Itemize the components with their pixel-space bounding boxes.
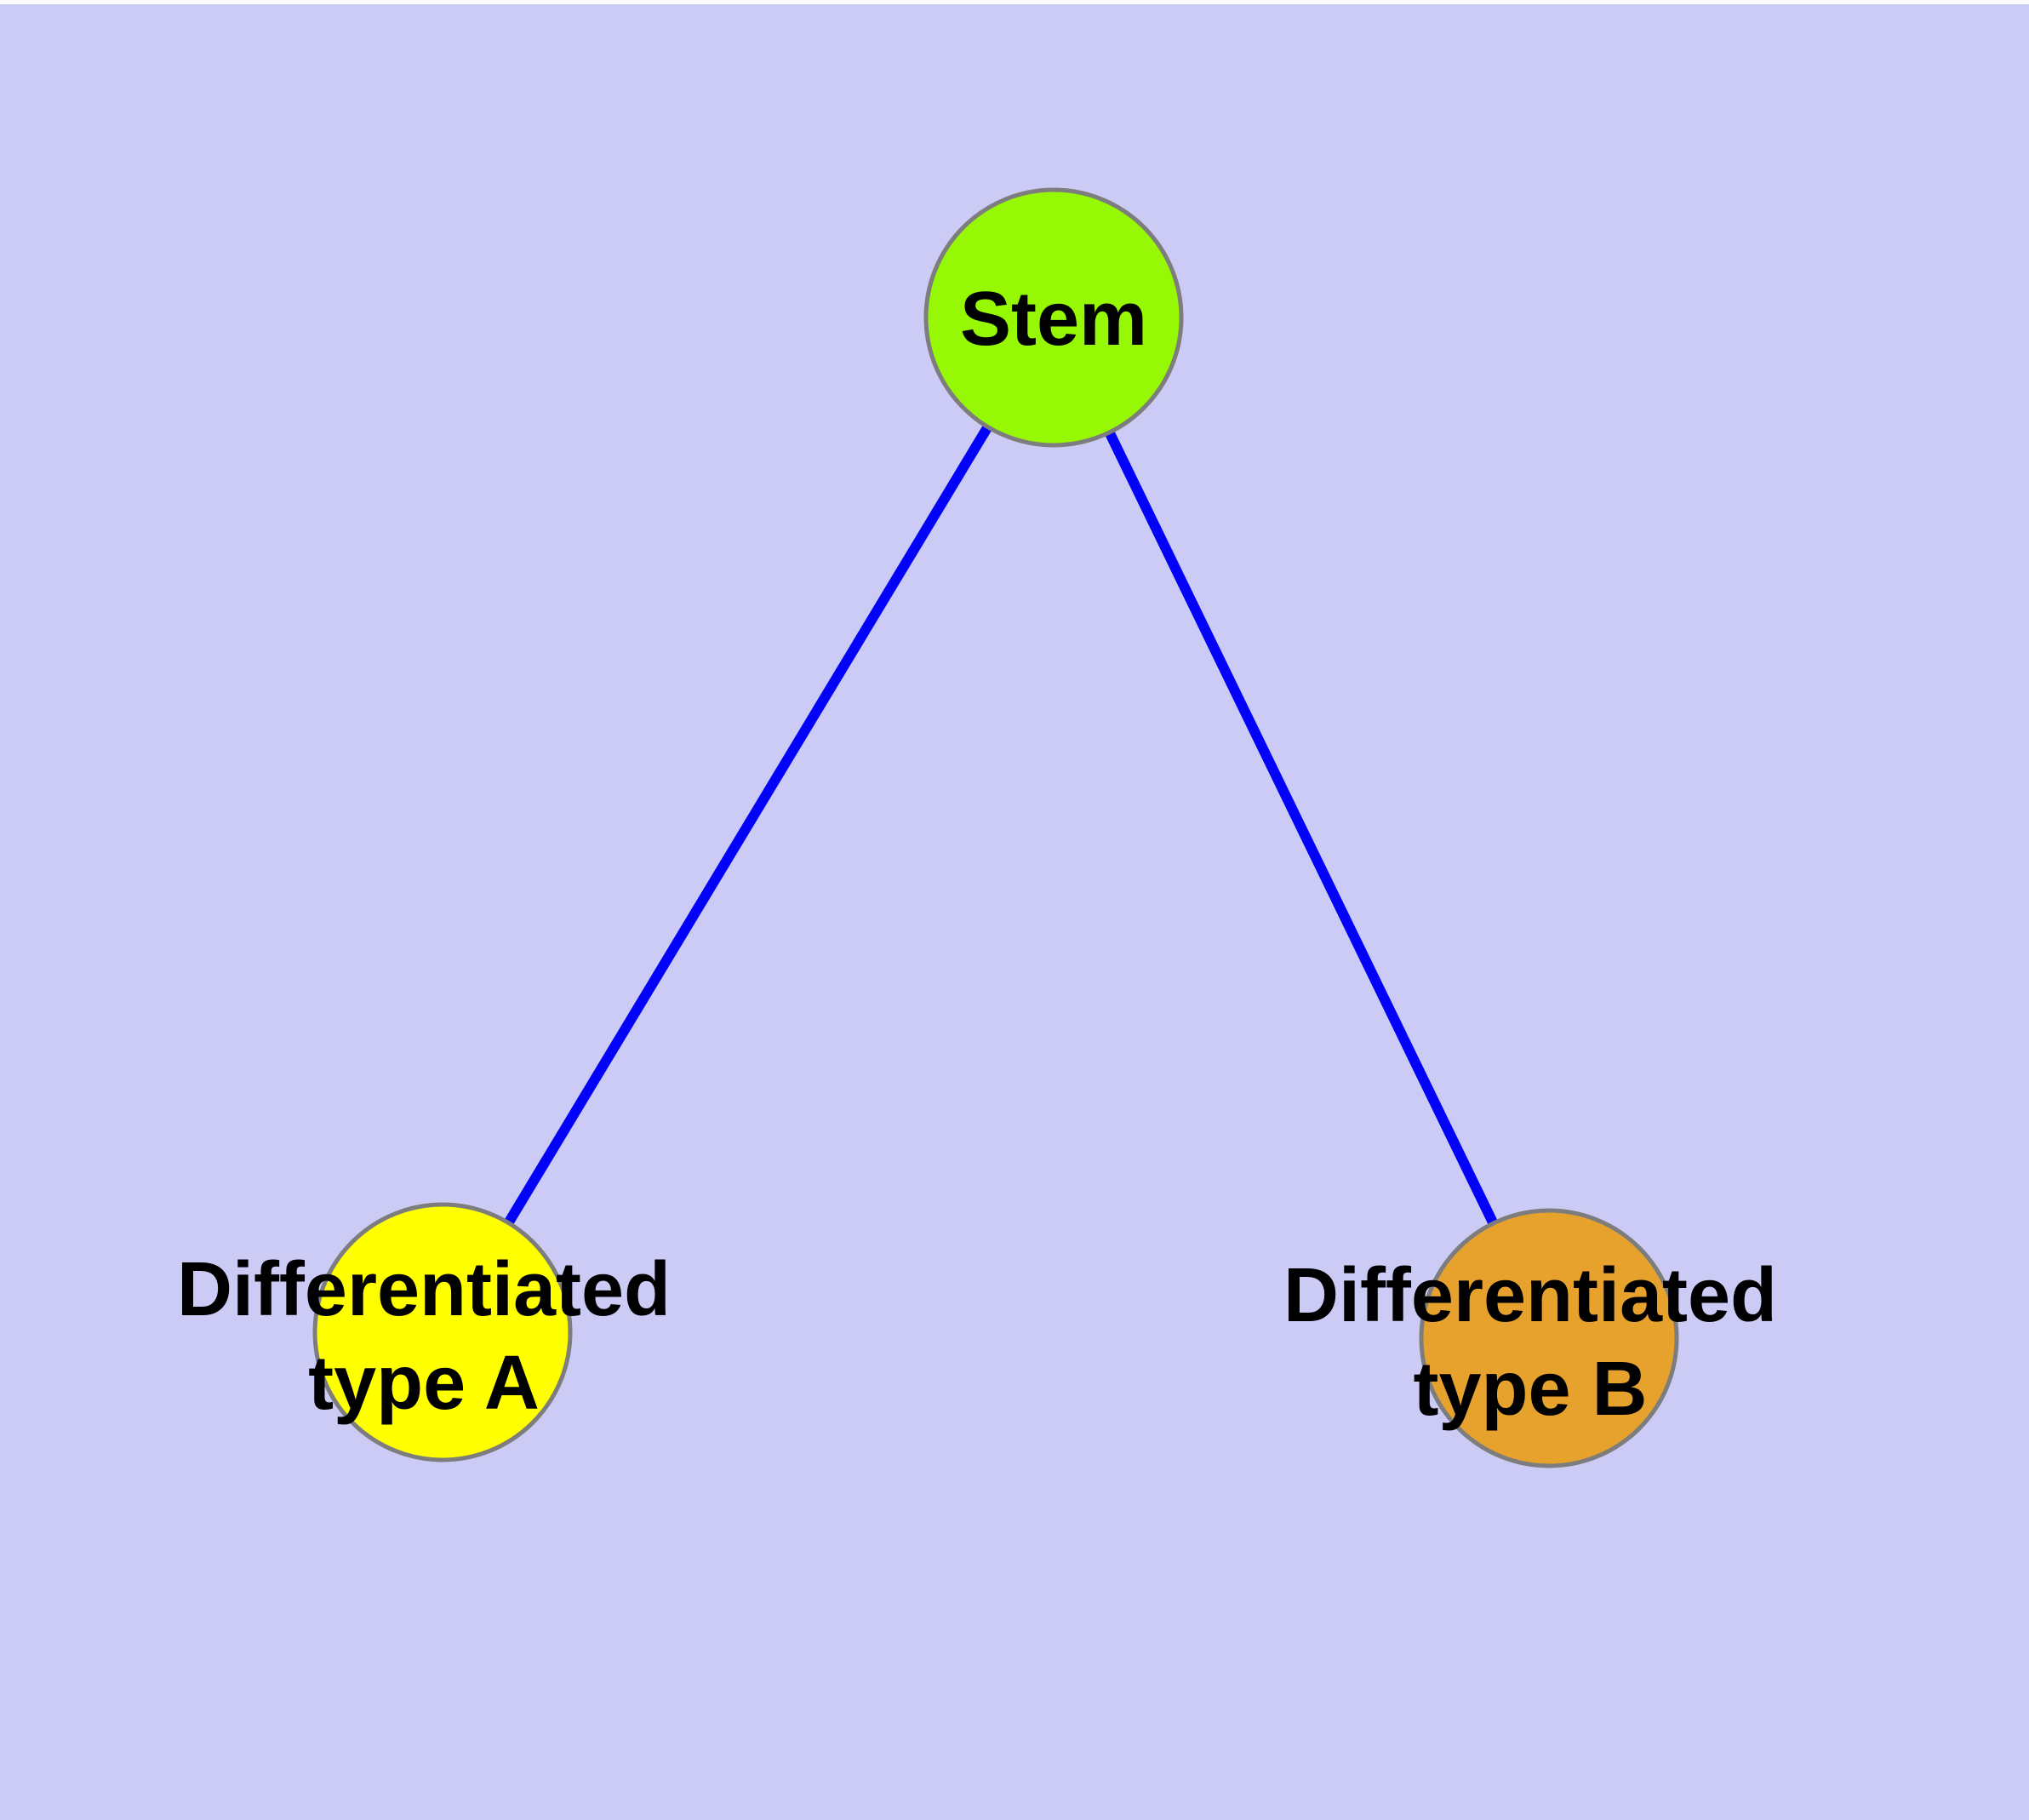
node-differentiated-type-b[interactable] xyxy=(1419,1208,1679,1468)
node-type-b-label-line1: Differentiated xyxy=(1283,1253,1777,1338)
node-differentiated-type-a[interactable] xyxy=(312,1202,573,1462)
node-stem[interactable] xyxy=(923,187,1184,448)
edge-stem-to-type-b xyxy=(1049,315,1554,1341)
node-type-b-label-line2: type B xyxy=(1413,1347,1647,1432)
node-type-a-label-line1: Differentiated xyxy=(177,1247,671,1332)
edge-stem-to-type-a xyxy=(437,314,1059,1336)
node-type-a-label-line2: type A xyxy=(308,1341,540,1426)
node-stem-label: Stem xyxy=(960,277,1147,362)
